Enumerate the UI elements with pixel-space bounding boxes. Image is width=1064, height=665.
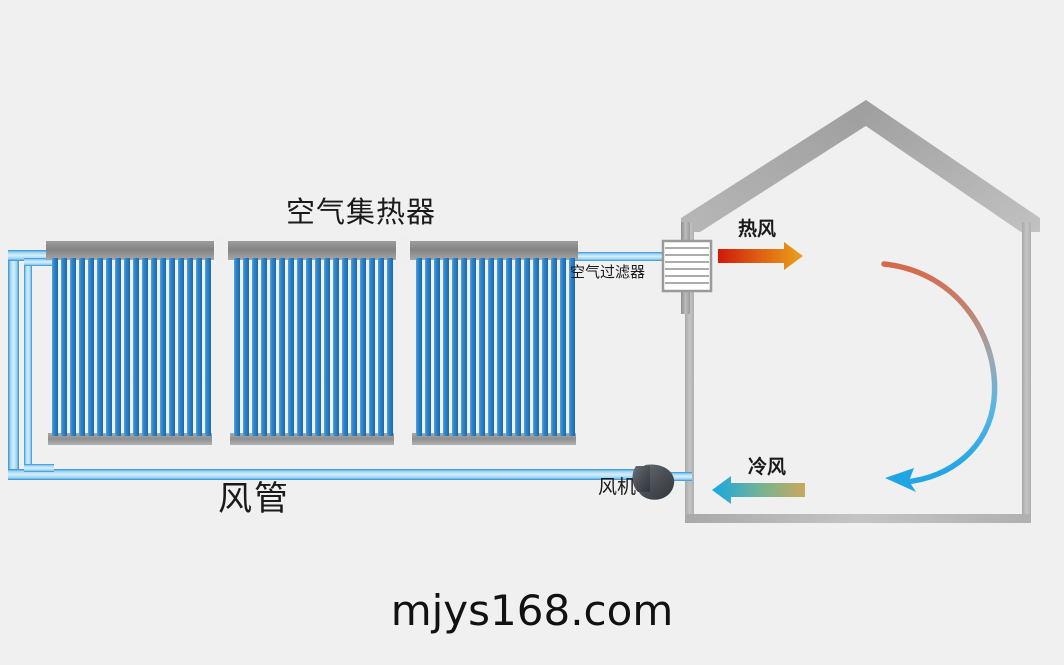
air-filter-label: 空气过滤器 <box>570 263 646 281</box>
circulation-arc-path <box>881 261 998 485</box>
filter-mesh-lines <box>665 247 709 284</box>
panel-divider-1 <box>216 236 226 264</box>
duct-top-to-filter <box>575 252 663 261</box>
duct-fan-to-wall <box>660 472 692 481</box>
roof-left-slope <box>681 100 880 232</box>
circulation-arc <box>881 261 998 492</box>
fan-inlet-lobe <box>632 466 650 492</box>
collector-title-label: 空气集热器 <box>286 195 437 229</box>
fan-blower <box>632 464 675 500</box>
collector-panel-2 <box>228 241 396 445</box>
panel-1-header-bar <box>46 241 214 260</box>
hot-air-arrow <box>718 242 803 270</box>
panel-divider-2 <box>398 236 408 264</box>
house-wall-right <box>1022 222 1031 522</box>
panel-3-tubes <box>416 258 575 436</box>
watermark-text: mjys168.com <box>390 586 674 635</box>
cold-air-arrow <box>712 476 805 504</box>
filter-stub-bottom <box>681 290 690 314</box>
panel-3-header-bar <box>410 241 578 260</box>
hot-air-label: 热风 <box>738 218 777 240</box>
circulation-arrow-head <box>885 468 916 492</box>
duct-inner-bottom <box>24 464 54 472</box>
panel-2-tubes <box>234 258 393 436</box>
filter-stub-top <box>681 222 690 242</box>
house-wall-left <box>685 222 694 522</box>
fan-label: 风机 <box>598 476 637 498</box>
air-filter-box <box>661 222 713 314</box>
duct-inner-vertical <box>24 258 32 472</box>
panel-1-tubes <box>52 258 211 436</box>
house-floor <box>685 514 1031 523</box>
panel-2-header-bar <box>228 241 396 260</box>
roof-right-slope <box>852 100 1040 232</box>
cold-air-label: 冷风 <box>748 456 787 478</box>
duct-bottom-main <box>8 469 636 480</box>
air-duct <box>8 250 692 481</box>
duct-left-vertical <box>8 250 19 480</box>
collector-panel-1 <box>46 241 214 445</box>
duct-inner-top <box>24 258 54 266</box>
duct-top-outer <box>8 250 53 261</box>
house <box>681 100 1040 523</box>
collector-panel-3 <box>410 241 578 445</box>
air-duct-label: 风管 <box>218 479 290 519</box>
